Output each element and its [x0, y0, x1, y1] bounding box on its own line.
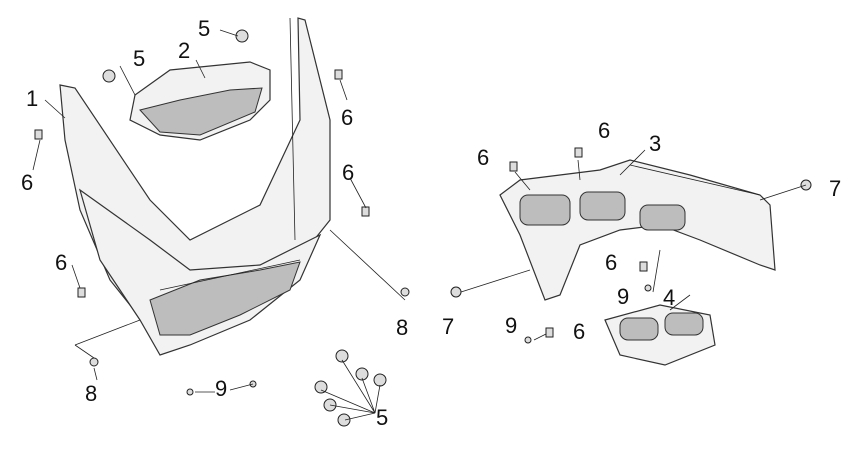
vent-grille-part-2: [129, 61, 271, 141]
front-panel-part-1: [59, 17, 331, 356]
callout-3: 3: [649, 131, 661, 156]
callout-9: 9: [215, 376, 227, 401]
callout-4: 4: [663, 285, 675, 310]
callout-6: 6: [55, 250, 67, 275]
inner-panel-part-3: [499, 159, 776, 301]
callout-7: 7: [442, 314, 454, 339]
hardware-right: [450, 147, 812, 344]
callout-6: 6: [477, 145, 489, 170]
callout-6: 6: [573, 319, 585, 344]
callout-2: 2: [178, 38, 190, 63]
callout-8: 8: [396, 315, 408, 340]
callout-9: 9: [505, 313, 517, 338]
callout-1: 1: [26, 86, 38, 111]
callout-6: 6: [342, 160, 354, 185]
callout-5: 5: [376, 405, 388, 430]
tray-part-4: [604, 304, 716, 366]
callout-9: 9: [617, 284, 629, 309]
callout-5: 5: [198, 16, 210, 41]
callout-7: 7: [829, 176, 841, 201]
callout-6: 6: [21, 170, 33, 195]
callout-8: 8: [85, 381, 97, 406]
callout-5: 5: [133, 46, 145, 71]
callout-6: 6: [598, 118, 610, 143]
callout-6: 6: [341, 105, 353, 130]
hardware-left: [32, 29, 410, 427]
callout-6: 6: [605, 250, 617, 275]
